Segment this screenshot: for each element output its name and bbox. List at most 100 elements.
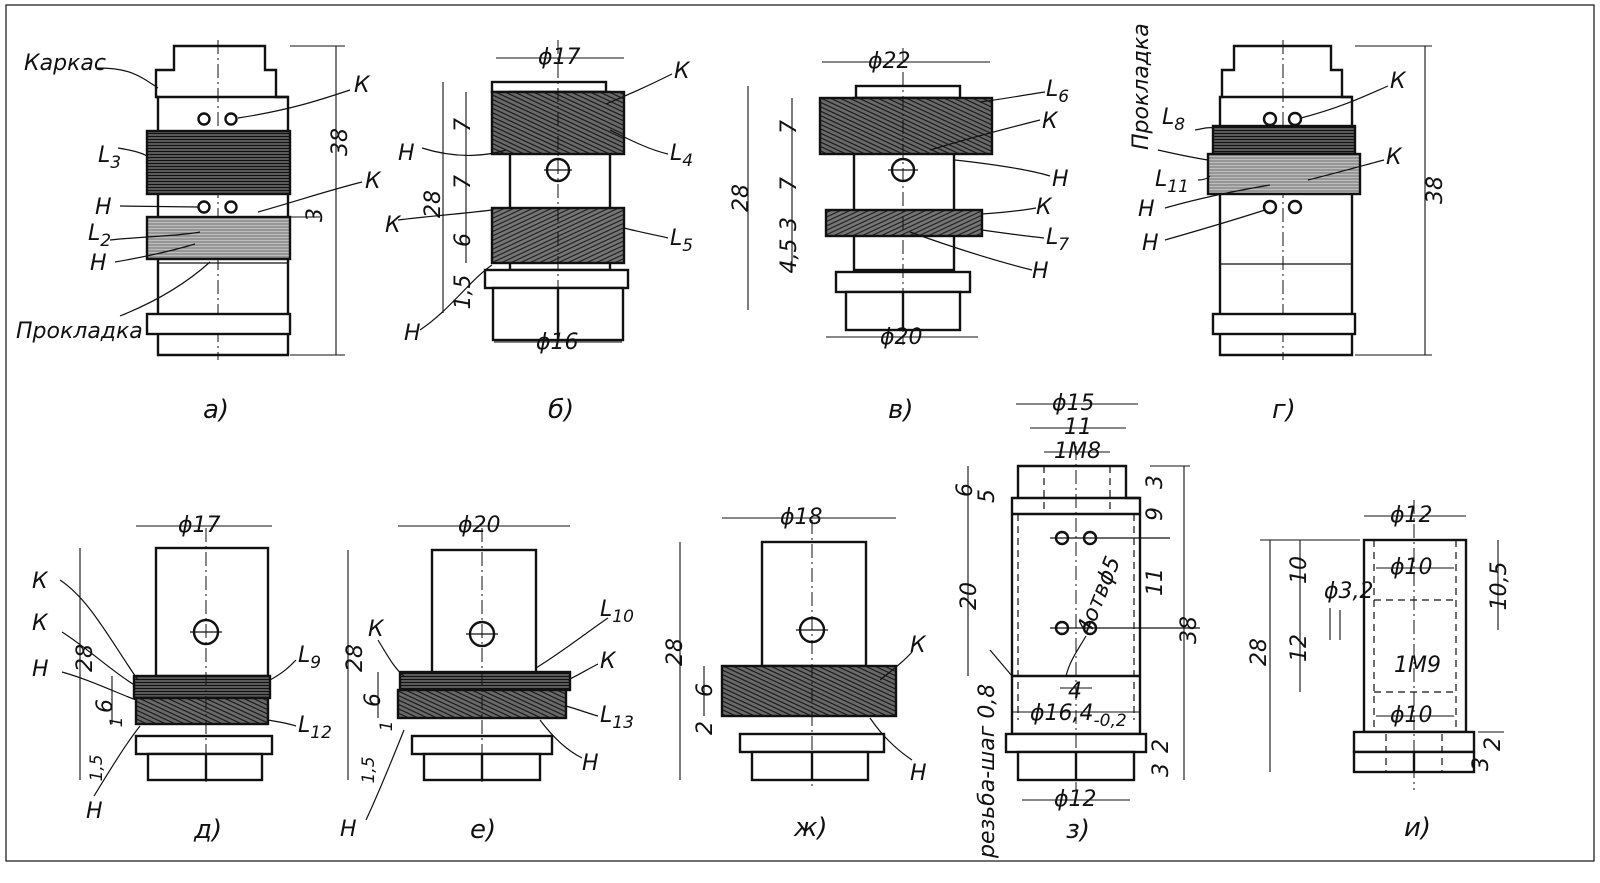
- hole-icon: [1287, 199, 1303, 215]
- dim-d-1: 1: [107, 717, 127, 728]
- dim-z-3b: 3: [1149, 763, 1174, 777]
- dim-e-15: 1,5: [359, 756, 379, 783]
- label-H: Н: [32, 657, 49, 682]
- dim-d-15: 1,5: [87, 754, 107, 781]
- dim-z-3: 3: [1143, 475, 1168, 489]
- hole-icon: [197, 200, 211, 214]
- coil-L12-label: L12: [298, 713, 332, 743]
- label-K: К: [368, 617, 385, 642]
- dim-d-d17: ϕ17: [178, 513, 221, 538]
- coil-L12: [134, 696, 270, 726]
- view-zh: ϕ18 28 6 2 К Н ж): [663, 505, 927, 843]
- dim-e-6: 6: [361, 693, 386, 707]
- dim-z-m8: 1М8: [1054, 439, 1101, 464]
- dim-z-2: 2: [1149, 739, 1174, 753]
- coil-zh: [720, 664, 898, 718]
- view-v: ϕ22 ϕ20 28 7 7 3 4,5 L6 К Н К L7 Н в): [729, 48, 1069, 425]
- hole-icon: [197, 112, 211, 126]
- view-g: 38 Прокладка К L8 К L11 Н Н г): [1129, 23, 1448, 425]
- label-H: Н: [1142, 231, 1159, 256]
- dim-v-3: 3: [777, 217, 802, 231]
- dim-z-9: 9: [1143, 507, 1168, 521]
- dim-z-38: 38: [1177, 616, 1202, 644]
- label-K: К: [32, 569, 49, 594]
- coil-L13-label: L13: [600, 703, 634, 733]
- caption-z: з): [1066, 815, 1090, 845]
- dim-z-thread: резьба-шаг 0,8: [975, 684, 1000, 859]
- dim-z-5: 5: [975, 489, 1000, 503]
- dim-g-38: 38: [1423, 176, 1448, 204]
- label-K: К: [1042, 109, 1059, 134]
- dim-i-d32: ϕ3,2: [1324, 579, 1374, 604]
- dim-z-4: 4: [1068, 679, 1082, 704]
- dim-e-28: 28: [343, 644, 368, 672]
- dim-i-d10a: ϕ10: [1390, 555, 1433, 580]
- label-prokladka: Прокладка: [16, 319, 143, 344]
- label-K: К: [32, 611, 49, 636]
- caption-v: в): [888, 395, 913, 425]
- label-K: К: [1386, 145, 1403, 170]
- dim-b-7a: 7: [451, 118, 476, 132]
- dim-i-d10b: ϕ10: [1390, 703, 1433, 728]
- label-H: Н: [1032, 259, 1049, 284]
- label-H: Н: [340, 817, 357, 842]
- view-e: ϕ20 28 6 1 1,5 К L10 К L13 Н Н е): [340, 513, 634, 845]
- hole-icon: [1262, 111, 1278, 127]
- dim-z-d12: ϕ12: [1054, 787, 1097, 812]
- coil-L6-label: L6: [1046, 77, 1069, 107]
- drawing-frame: [5, 4, 1595, 862]
- coil-L10-label: L10: [600, 597, 634, 627]
- coil-L4-label: L4: [670, 141, 693, 171]
- coil-L8-label: L8: [1162, 105, 1185, 135]
- dim-i-2: 2: [1481, 737, 1506, 751]
- dim-zh-6: 6: [693, 683, 718, 697]
- dim-b-d16: ϕ16: [536, 330, 579, 355]
- dim-b-6: 6: [451, 233, 476, 247]
- dim-b-d17: ϕ17: [538, 45, 581, 70]
- label-K: К: [1036, 195, 1053, 220]
- label-karkas: Каркас: [24, 51, 106, 76]
- label-H: Н: [404, 321, 421, 346]
- dim-i-3: 3: [1469, 757, 1494, 771]
- hole-icon: [1262, 199, 1278, 215]
- dim-e-1: 1: [377, 721, 397, 732]
- dim-v-45: 4,5: [777, 239, 802, 274]
- label-K: К: [1390, 69, 1407, 94]
- coil-L8: [1211, 124, 1357, 156]
- label-K: К: [365, 169, 382, 194]
- coil-L9: [132, 674, 272, 700]
- dim-v-d20: ϕ20: [880, 325, 923, 350]
- dim-i-d12: ϕ12: [1390, 503, 1433, 528]
- dim-v-28: 28: [729, 184, 754, 212]
- dim-z-11: 11: [1064, 415, 1092, 440]
- dim-b-7b: 7: [451, 175, 476, 189]
- caption-d: д): [193, 815, 222, 845]
- coil-L9-label: L9: [298, 643, 321, 673]
- caption-b: б): [548, 395, 574, 425]
- dim-z-11v: 11: [1143, 568, 1168, 596]
- coil-L7-label: L7: [1046, 225, 1069, 255]
- view-i: ϕ12 ϕ10 ϕ10 1М9 ϕ3,2 28 10 12 10,5 2 3 и…: [1247, 500, 1512, 843]
- coil-L3-label: L3: [98, 143, 121, 173]
- view-z: ϕ15 11 1М8 6 5 20 3 9 11 38 2 3 4отвϕ5 4…: [953, 391, 1202, 859]
- dim-i-10: 10: [1287, 556, 1312, 584]
- label-H: Н: [910, 761, 927, 786]
- coil-L11-label: L11: [1155, 167, 1189, 197]
- label-K: К: [354, 73, 371, 98]
- label-H: Н: [86, 799, 103, 824]
- coil-L3: [145, 129, 292, 196]
- coil-L7: [824, 208, 984, 238]
- caption-a: а): [203, 395, 229, 425]
- coil-L2-label: L2: [88, 221, 111, 251]
- dim-zh-d18: ϕ18: [780, 505, 823, 530]
- dim-i-105: 10,5: [1487, 562, 1512, 611]
- label-K: К: [910, 633, 927, 658]
- dim-zh-2: 2: [693, 721, 718, 735]
- label-H: Н: [95, 195, 112, 220]
- hole-icon: [224, 200, 238, 214]
- view-b: ϕ17 ϕ16 28 7 7 6 1,5 К L4 Н К L5 Н б): [385, 40, 693, 425]
- dim-v-7b: 7: [777, 177, 802, 191]
- label-prokladka: Прокладка: [1129, 23, 1154, 150]
- label-K: К: [385, 213, 402, 238]
- label-H: Н: [90, 251, 107, 276]
